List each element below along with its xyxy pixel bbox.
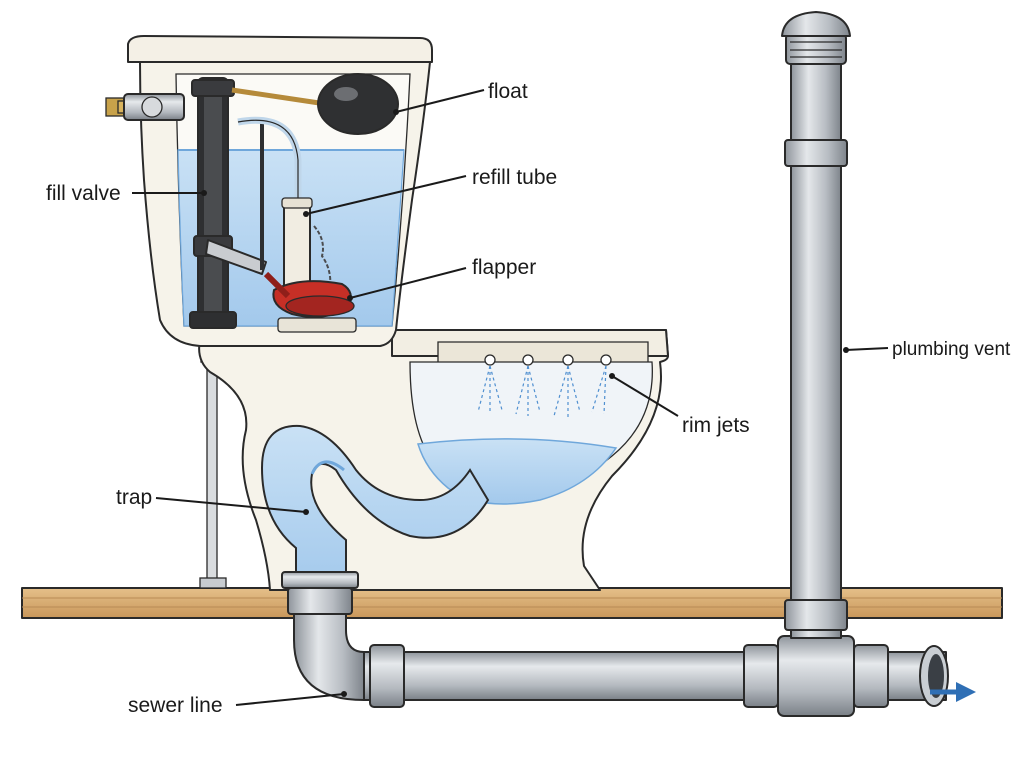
flow-arrow [930,682,976,702]
label-trap: trap [116,486,152,509]
water-supply-line [199,345,227,589]
label-fill-valve: fill valve [46,182,121,205]
fill-valve-assembly [105,77,327,329]
label-float: float [488,80,528,103]
flapper-assembly [263,225,355,318]
rim-jet-sprays [477,365,607,418]
plumbing-vent-pipe [781,11,851,639]
label-leaders [132,89,889,706]
label-rim-jets: rim jets [682,414,750,437]
label-flapper: flapper [472,256,536,279]
float-ball [317,73,399,135]
refill-tube-assembly [237,116,313,307]
sewer-line-pipe [293,611,949,717]
trap-channel [260,424,490,615]
floor [21,587,1003,619]
label-plumbing-vent: plumbing vent [892,339,1011,360]
label-sewer-line: sewer line [128,694,223,717]
label-refill-tube: refill tube [472,166,557,189]
